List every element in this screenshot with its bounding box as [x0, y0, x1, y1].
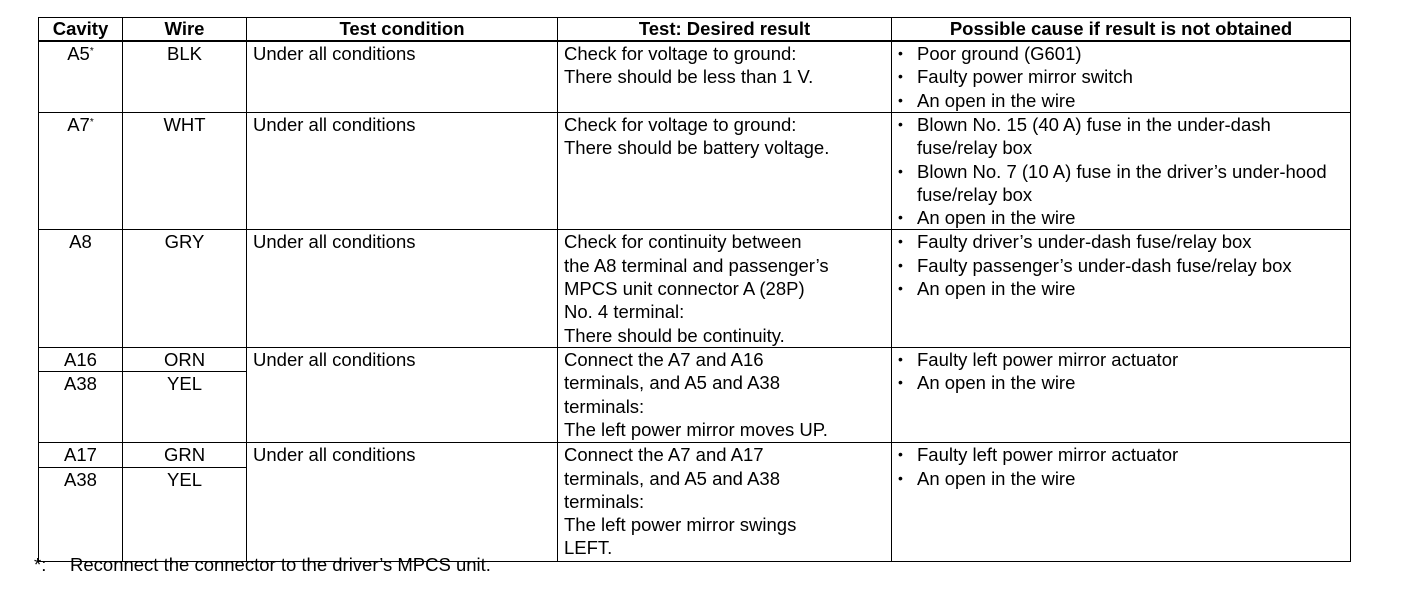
wire-cell: GRY — [122, 229, 247, 348]
condition-cell: Under all conditions — [246, 229, 558, 348]
result-line: Connect the A7 and A16 — [564, 348, 764, 370]
footnote-mark: *: — [34, 554, 47, 575]
table-row: A7* WHT Under all conditions Check for v… — [38, 111, 1351, 231]
wire-cell: GRN — [122, 442, 247, 468]
wire-cell: YEL — [122, 371, 247, 444]
cause-item: An open in the wire — [898, 206, 1344, 230]
header-desired-result: Test: Desired result — [557, 17, 892, 42]
cause-item: Faulty passenger’s under-dash fuse/relay… — [898, 254, 1344, 278]
cause-item: An open in the wire — [898, 277, 1344, 301]
table-row: A16 ORN Under all conditions Connect the… — [38, 346, 1351, 444]
result-line: terminals: — [564, 395, 645, 417]
table-row: A38 YEL — [38, 466, 1351, 562]
cause-item: An open in the wire — [898, 371, 1344, 395]
wire-cell: WHT — [122, 111, 247, 231]
cavity-footnote-mark: * — [89, 117, 94, 128]
result-line: terminals: — [564, 490, 645, 512]
condition-cell: Under all conditions — [246, 442, 558, 562]
result-line: MPCS unit connector A (28P) — [564, 278, 805, 300]
cavity-cell: A17 — [38, 442, 123, 468]
cavity-cell: A16 — [38, 346, 123, 373]
cause-item: Faulty left power mirror actuator — [898, 443, 1344, 467]
result-cell: Check for voltage to ground: There shoul… — [557, 111, 892, 231]
cause-cell: Blown No. 15 (40 A) fuse in the under-da… — [891, 111, 1351, 231]
cause-cell: Poor ground (G601) Faulty power mirror s… — [891, 40, 1351, 113]
result-line: the A8 terminal and passenger’s — [564, 254, 829, 276]
cause-cell: Faulty driver’s under-dash fuse/relay bo… — [891, 229, 1351, 348]
cavity-cell: A5* — [38, 40, 123, 113]
result-line: There should be battery voltage. — [564, 137, 830, 159]
cause-item: An open in the wire — [898, 467, 1344, 491]
cause-item: Blown No. 15 (40 A) fuse in the under-da… — [898, 113, 1344, 160]
cavity-id: A5 — [67, 43, 90, 64]
cavity-id: A7 — [67, 114, 90, 135]
condition-cell: Under all conditions — [246, 346, 558, 444]
condition-cell: Under all conditions — [246, 111, 558, 231]
result-line: Check for continuity between — [564, 231, 802, 253]
wire-cell: BLK — [122, 40, 247, 113]
cause-item: Poor ground (G601) — [898, 42, 1344, 66]
result-line: Connect the A7 and A17 — [564, 444, 764, 466]
wire-cell: YEL — [122, 466, 247, 562]
footnote-text: Reconnect the connector to the driver’s … — [70, 554, 491, 575]
result-line: Check for voltage to ground: — [564, 114, 797, 135]
result-cell: Check for continuity between the A8 term… — [557, 229, 892, 348]
header-cavity: Cavity — [38, 17, 123, 42]
result-line: There should be less than 1 V. — [564, 66, 814, 88]
wire-cell: ORN — [122, 346, 247, 373]
cause-item: Faulty driver’s under-dash fuse/relay bo… — [898, 230, 1344, 254]
table-row: A5* BLK Under all conditions Check for v… — [38, 40, 1351, 113]
header-test-condition: Test condition — [246, 17, 558, 42]
result-cell: Connect the A7 and A16 terminals, and A5… — [557, 346, 892, 444]
cavity-cell: A8 — [38, 229, 123, 348]
result-cell: Check for voltage to ground: There shoul… — [557, 40, 892, 113]
cause-cell: Faulty left power mirror actuator An ope… — [891, 442, 1351, 562]
table-row: A38 YEL — [38, 371, 1351, 444]
table-row: A17 GRN Under all conditions Connect the… — [38, 442, 1351, 562]
result-line: Check for voltage to ground: — [564, 43, 797, 64]
cause-item: Faulty left power mirror actuator — [898, 348, 1344, 372]
cause-cell: Faulty left power mirror actuator An ope… — [891, 346, 1351, 444]
result-line: LEFT. — [564, 537, 613, 559]
header-wire: Wire — [122, 17, 247, 42]
cavity-cell: A7* — [38, 111, 123, 231]
result-line: The left power mirror swings — [564, 514, 797, 536]
condition-cell: Under all conditions — [246, 40, 558, 113]
diagnostic-table: Cavity Wire Test condition Test: Desired… — [38, 17, 1351, 562]
cause-item: An open in the wire — [898, 89, 1344, 113]
result-line: The left power mirror moves UP. — [564, 418, 828, 440]
result-line: No. 4 terminal: — [564, 301, 685, 323]
table-row: A8 GRY Under all conditions Check for co… — [38, 229, 1351, 348]
result-line: There should be continuity. — [564, 324, 785, 346]
footnote: *: Reconnect the connector to the driver’… — [34, 553, 491, 577]
cavity-cell: A38 — [38, 466, 123, 562]
result-line: terminals, and A5 and A38 — [564, 467, 780, 489]
header-possible-cause: Possible cause if result is not obtained — [891, 17, 1351, 42]
cavity-footnote-mark: * — [89, 46, 94, 57]
result-line: terminals, and A5 and A38 — [564, 372, 780, 394]
cavity-cell: A38 — [38, 371, 123, 444]
header-row: Cavity Wire Test condition Test: Desired… — [38, 17, 1351, 42]
cause-item: Blown No. 7 (10 A) fuse in the driver’s … — [898, 160, 1344, 207]
cause-item: Faulty power mirror switch — [898, 65, 1344, 89]
result-cell: Connect the A7 and A17 terminals, and A5… — [557, 442, 892, 562]
